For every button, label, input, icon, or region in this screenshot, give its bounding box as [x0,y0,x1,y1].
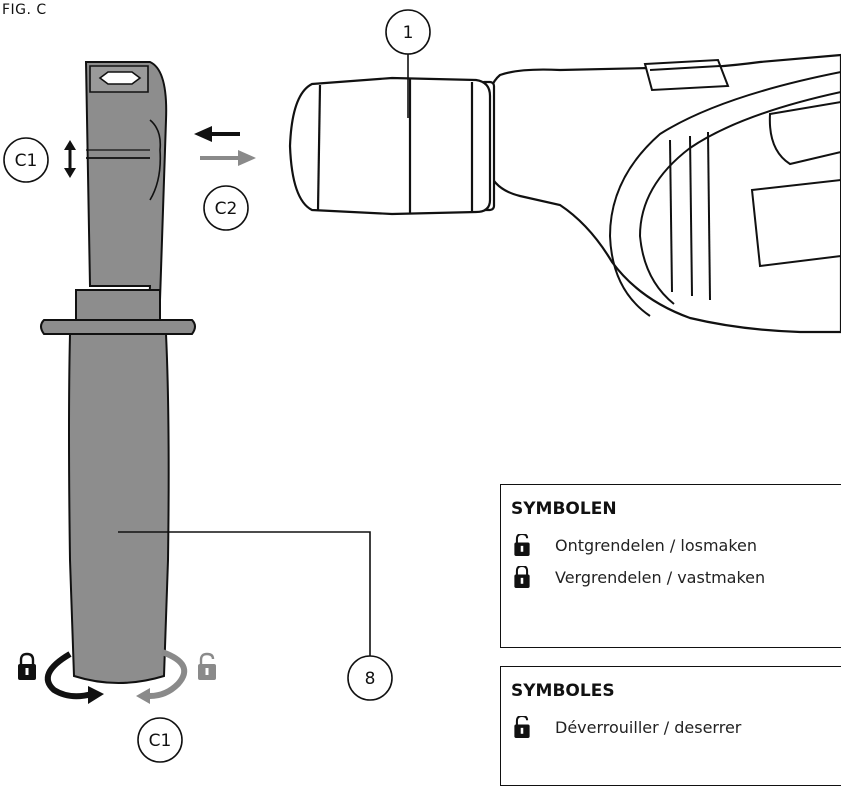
callout-1: 1 [385,9,431,55]
svg-text:C2: C2 [215,199,238,219]
rotate-clockwise-icon [44,651,104,704]
legend-title: SYMBOLEN [511,499,617,519]
svg-text:C1: C1 [149,731,172,751]
arrow-right-icon [200,150,256,166]
legend-title: SYMBOLES [511,681,615,701]
up-down-arrow-icon [64,140,76,178]
lock-open-icon [514,716,530,738]
callout-c2: C2 [203,185,249,231]
rotate-counterclockwise-icon [136,649,188,704]
legend-row: Ontgrendelen / losmaken [511,529,841,561]
assembly-diagram: C1 C2 1 8 C1 [3,9,841,763]
legend-symbolen: SYMBOLEN Ontgrendelen / losmaken Vergren… [500,484,841,648]
legend-text: Déverrouiller / deserrer [555,717,742,737]
side-handle [40,61,196,684]
legend-row: Déverrouiller / deserrer [511,711,841,743]
legend-row: Vergrendelen / vastmaken [511,561,841,593]
figure-label: FIG. C [2,2,47,18]
lock-closed-icon [514,566,530,588]
drill-chuck [288,76,492,216]
lock-closed-icon [18,652,36,680]
svg-text:8: 8 [365,669,376,689]
arrow-left-icon [194,126,240,142]
legend-symboles: SYMBOLES Déverrouiller / deserrer [500,666,841,786]
drill-details [608,58,841,317]
legend-text: Ontgrendelen / losmaken [555,535,758,555]
callout-c1-top: C1 [3,137,49,183]
callout-8: 8 [347,655,393,701]
svg-text:C1: C1 [15,151,38,171]
lock-open-icon [198,652,216,680]
callout-c1-bottom: C1 [137,717,183,763]
svg-text:1: 1 [403,23,414,43]
legend-text: Vergrendelen / vastmaken [555,567,766,587]
lock-open-icon [514,534,530,556]
